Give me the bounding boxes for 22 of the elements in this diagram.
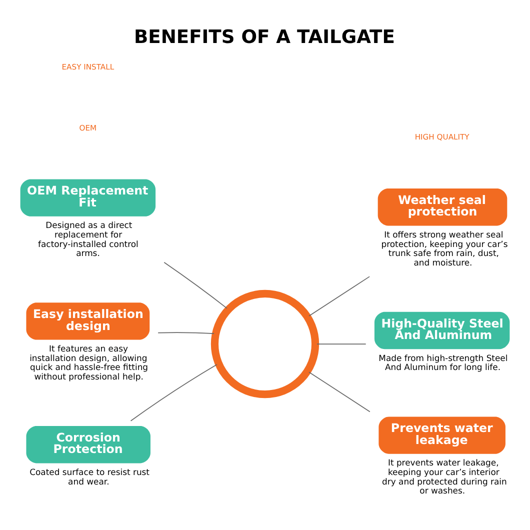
node-box: Prevents water leakage bbox=[378, 416, 506, 454]
connector bbox=[130, 364, 218, 422]
node-label: It prevents water leakage, keeping your car’s interior dry and protected during rain or washes. bbox=[382, 458, 507, 496]
node-label: Coated surface to resist rust and wear. bbox=[30, 467, 150, 486]
connector bbox=[164, 262, 228, 309]
node-label: It offers strong weather seal protection, keeping your car’s trunk safe from rain, dust, and moisture. bbox=[381, 230, 508, 268]
node-box: OEM Replacement Fit bbox=[20, 179, 156, 216]
node-box: Easy installation design bbox=[26, 302, 150, 340]
node-label: Made from high-strength Steel And Aluminum for long life. bbox=[378, 352, 508, 372]
connector bbox=[158, 332, 214, 334]
label: HIGH QUALITY bbox=[414, 132, 470, 142]
connector bbox=[308, 276, 370, 316]
label: OEM bbox=[79, 123, 97, 132]
diagram-title: BENEFITS OF A TAILGATE bbox=[134, 26, 395, 48]
node-label: It features an easy installation design, allowing quick and hassle-free fitting without professional help. bbox=[30, 344, 148, 382]
node-box: Weather seal protection bbox=[378, 188, 508, 226]
node-box: Corrosion Protection bbox=[26, 426, 150, 464]
node-label: Designed as a direct replacement for factory-installed control arms. bbox=[38, 220, 138, 258]
connector bbox=[308, 372, 370, 412]
label: EASY INSTALL bbox=[62, 62, 114, 72]
node-picture bbox=[210, 290, 320, 398]
node-box: High-Quality Steel And Aluminum bbox=[374, 312, 510, 350]
